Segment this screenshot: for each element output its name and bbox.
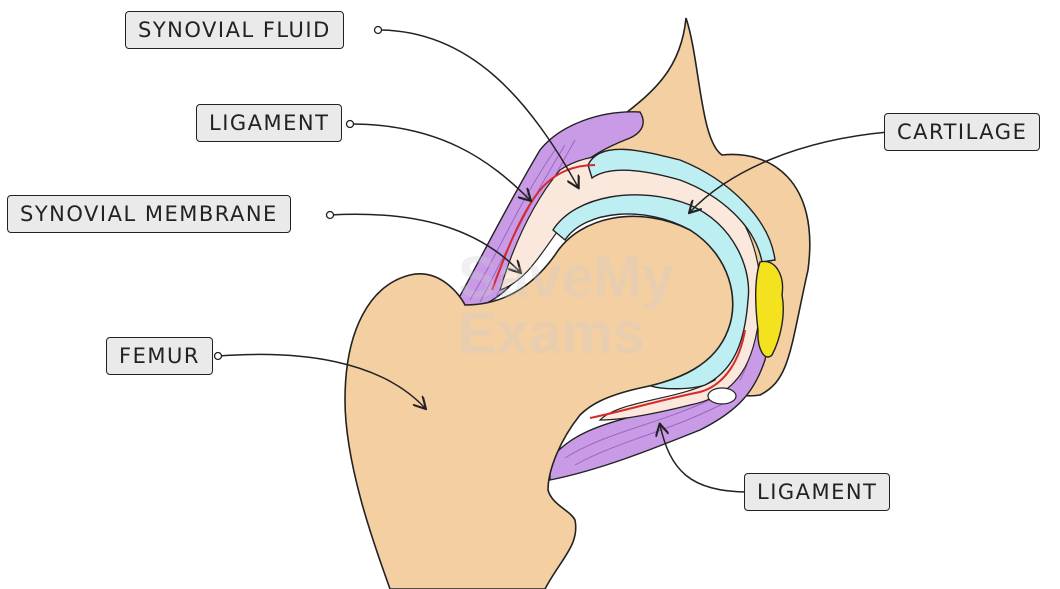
label-synovial-membrane: SYNOVIAL MEMBRANE — [7, 195, 291, 233]
watermark-line2: Exams — [458, 306, 674, 362]
label-cartilage: CARTILAGE — [884, 113, 1040, 151]
label-femur: FEMUR — [106, 337, 213, 375]
ligament-top-leader — [350, 124, 530, 200]
label-ligament-bottom: LIGAMENT — [744, 473, 890, 511]
watermark: SaveMy Exams — [458, 250, 674, 362]
watermark-line1: SaveMy — [458, 250, 674, 306]
label-ligament-top: LIGAMENT — [196, 104, 342, 142]
bursa — [708, 388, 736, 404]
label-synovial-fluid: SYNOVIAL FLUID — [125, 11, 344, 49]
